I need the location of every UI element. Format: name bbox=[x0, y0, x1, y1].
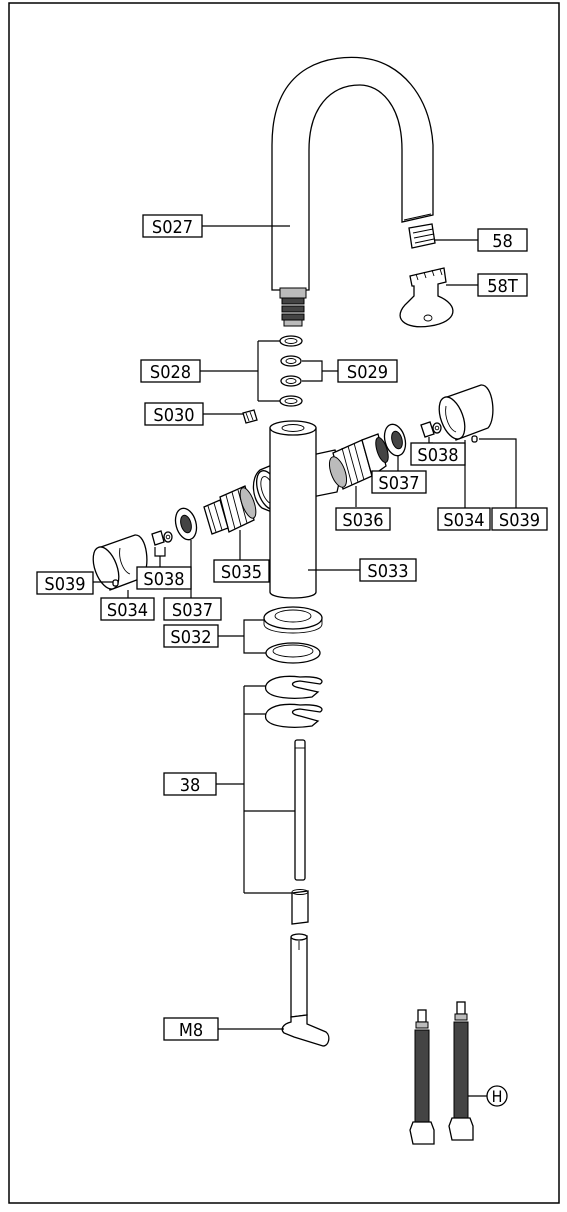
label-38: 38 bbox=[163, 772, 217, 796]
label-h: H bbox=[486, 1085, 508, 1107]
label-s039-right-text: S039 bbox=[499, 510, 540, 531]
label-38-text: 38 bbox=[180, 775, 201, 796]
label-s037-left: S037 bbox=[163, 597, 222, 621]
label-s030-text: S030 bbox=[153, 405, 194, 426]
label-m8-text: M8 bbox=[179, 1020, 203, 1041]
o-rings-part bbox=[279, 335, 303, 407]
right-screw-part bbox=[420, 421, 442, 438]
label-s034-left-text: S034 bbox=[107, 600, 148, 621]
right-cap-ring-part bbox=[383, 423, 407, 457]
m8-wrench-part bbox=[281, 1014, 330, 1047]
label-s032: S032 bbox=[163, 624, 219, 648]
label-s027-text: S027 bbox=[152, 217, 193, 238]
label-s033: S033 bbox=[359, 558, 417, 582]
label-s034-right-text: S034 bbox=[443, 510, 484, 531]
left-grub-screw-part bbox=[112, 579, 119, 587]
label-58t-text: 58T bbox=[487, 276, 518, 297]
left-screw-part bbox=[151, 530, 173, 546]
label-s035: S035 bbox=[213, 559, 270, 583]
label-s037-right-text: S037 bbox=[378, 473, 419, 494]
right-grub-screw-part bbox=[471, 435, 478, 443]
leader-lines bbox=[93, 225, 517, 1097]
aerator-key-part bbox=[399, 267, 454, 328]
label-s039-right: S039 bbox=[491, 507, 548, 531]
left-cap-ring-part bbox=[174, 507, 198, 541]
aerator-part bbox=[408, 223, 436, 249]
label-s035-text: S035 bbox=[221, 562, 262, 583]
tap-body-part bbox=[252, 420, 343, 599]
right-cartridge-part bbox=[328, 433, 389, 490]
label-h-text: H bbox=[492, 1087, 503, 1106]
page-frame bbox=[8, 2, 560, 1204]
label-s037-right: S037 bbox=[371, 470, 427, 494]
label-s038-left-text: S038 bbox=[143, 569, 184, 590]
label-s038-right: S038 bbox=[410, 442, 466, 466]
label-58: 58 bbox=[477, 228, 528, 252]
label-s036-text: S036 bbox=[342, 510, 383, 531]
label-s028-text: S028 bbox=[150, 362, 191, 383]
label-s033-text: S033 bbox=[367, 561, 408, 582]
label-s034-right: S034 bbox=[437, 507, 491, 531]
label-s038-right-text: S038 bbox=[417, 445, 458, 466]
label-m8: M8 bbox=[163, 1017, 219, 1041]
fixing-kit-part bbox=[264, 675, 323, 1018]
label-s029: S029 bbox=[337, 359, 398, 383]
right-handle-part bbox=[438, 384, 494, 441]
spout-part bbox=[271, 56, 434, 327]
base-washers-part bbox=[263, 606, 323, 664]
label-s030: S030 bbox=[144, 402, 204, 426]
label-58-text: 58 bbox=[492, 231, 513, 252]
left-cartridge-part bbox=[203, 485, 257, 535]
label-s038-left: S038 bbox=[136, 566, 192, 590]
label-s039-left: S039 bbox=[36, 571, 94, 595]
grub-screw-part bbox=[242, 409, 258, 424]
label-s029-text: S029 bbox=[347, 362, 388, 383]
label-s028: S028 bbox=[140, 359, 201, 383]
label-s039-left-text: S039 bbox=[44, 574, 85, 595]
flexible-hoses-part bbox=[409, 1001, 474, 1145]
label-s032-text: S032 bbox=[170, 627, 211, 648]
label-s037-left-text: S037 bbox=[172, 600, 213, 621]
label-s027: S027 bbox=[142, 214, 203, 238]
label-s036: S036 bbox=[335, 507, 391, 531]
label-58t: 58T bbox=[477, 273, 528, 297]
label-s034-left: S034 bbox=[100, 597, 155, 621]
